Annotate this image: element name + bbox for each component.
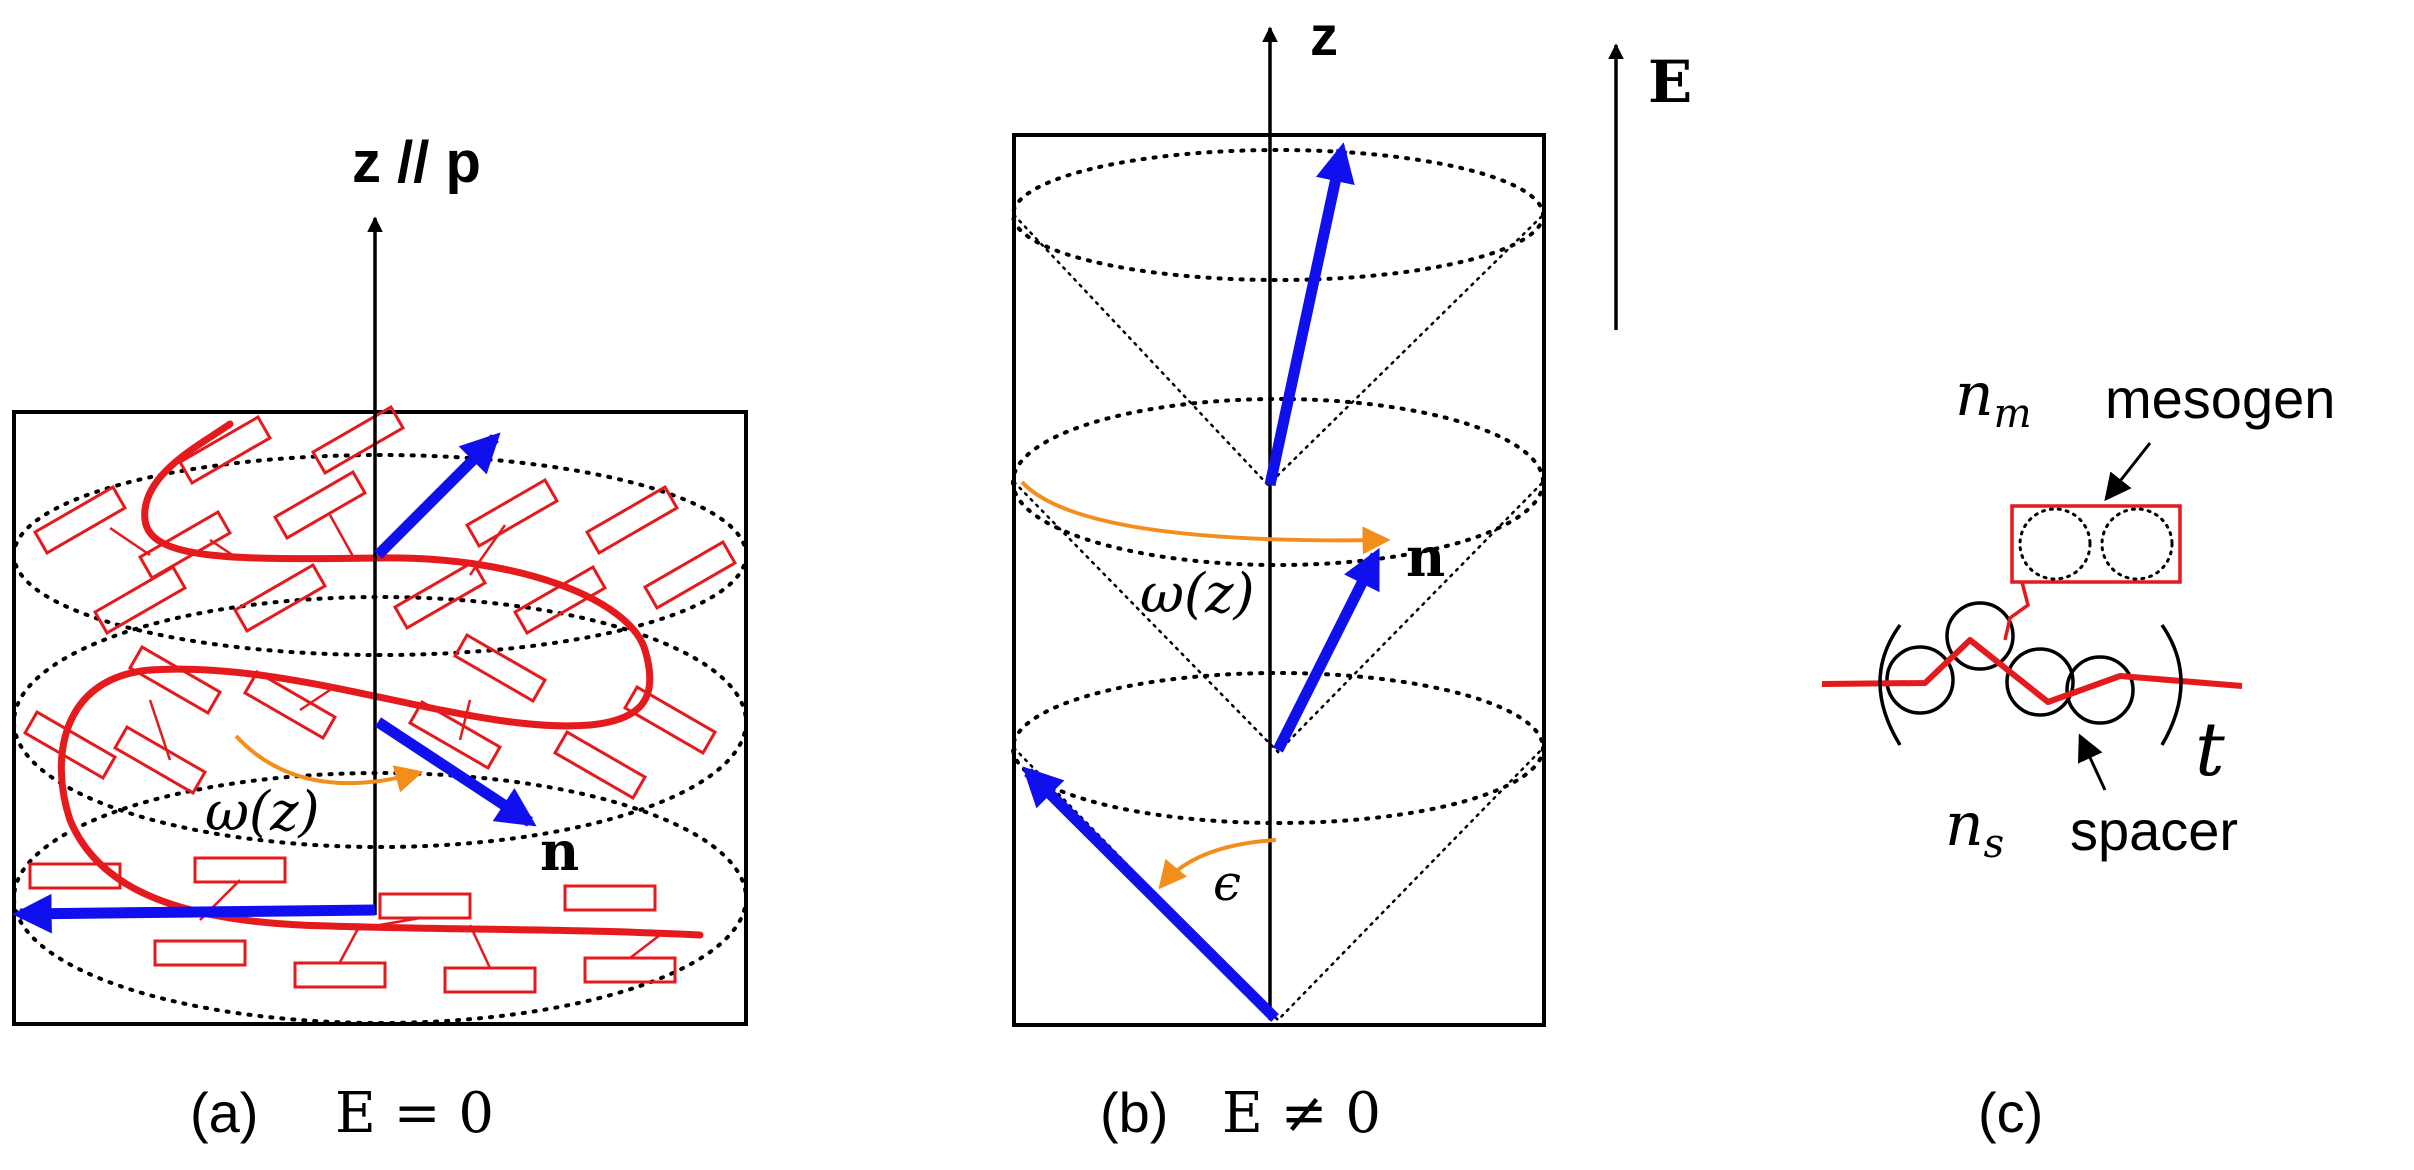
mesogen-label: mesogen xyxy=(2105,367,2335,430)
spacer-pointer xyxy=(2077,733,2107,791)
mesogen-rect xyxy=(272,470,368,540)
epsilon-label: ϵ xyxy=(1213,854,1241,912)
director-arrow-top xyxy=(374,432,501,559)
mesogen-rects xyxy=(22,405,738,994)
director-arrow-middle-b xyxy=(1273,547,1381,753)
caption-tag-c: (c) xyxy=(1978,1081,2043,1144)
mesogen-rect xyxy=(642,540,738,610)
panel-b: z E ω(z) n ϵ (b) E ≠ 0 xyxy=(1011,4,1692,1146)
omega-arrow-b xyxy=(1020,480,1391,555)
mesogen-rect xyxy=(407,700,503,770)
layer-ellipse-middle xyxy=(12,595,748,849)
mesogen-rect xyxy=(552,730,648,800)
mesogen-rect xyxy=(242,670,338,740)
mesogen-rect xyxy=(622,685,718,755)
mesogen-pointer xyxy=(2104,442,2152,502)
ns-label: ns xyxy=(1945,790,2004,867)
caption-eq-a: E = 0 xyxy=(335,1081,494,1146)
mesogen-rect xyxy=(310,405,406,475)
director-arrow-middle xyxy=(374,717,537,827)
layer-ellipses xyxy=(12,453,748,1025)
mesogen-rect xyxy=(378,892,472,920)
director-arrow-bottom-b xyxy=(1022,766,1279,1022)
mesogen-rect xyxy=(127,645,223,715)
left-bracket xyxy=(1878,623,1902,746)
director-label-b: n xyxy=(1406,525,1445,589)
axis-label-z: z xyxy=(1310,4,1338,67)
mesogen-rect xyxy=(32,485,128,555)
mesogen-circles xyxy=(2018,507,2174,581)
cone-ellipse-top xyxy=(1011,148,1545,282)
panel-b-box xyxy=(1012,133,1546,1027)
mesogen-rect xyxy=(293,961,387,989)
nm-label: nm xyxy=(1955,360,2032,437)
mesogen-rect xyxy=(392,560,488,630)
cone-ellipses xyxy=(1011,148,1545,825)
panel-c: nm mesogen ns spacer t (c) xyxy=(1821,360,2335,1144)
omega-arrow xyxy=(234,734,424,793)
caption-tag-a: (a) xyxy=(190,1081,258,1144)
mesogen-rect xyxy=(112,725,208,795)
axis-label-z-p: z // p xyxy=(352,130,481,195)
mesogen-links xyxy=(109,514,661,969)
mesogen-rect xyxy=(512,565,608,635)
repeat-t-label: t xyxy=(2195,707,2225,793)
mesogen-rect xyxy=(464,478,560,548)
e-field-label: E xyxy=(1648,48,1692,116)
mesogen-rect xyxy=(153,939,247,967)
director-arrow-top-b xyxy=(1264,142,1355,487)
omega-label-b: ω(z) xyxy=(1140,562,1255,625)
mesogen-rect xyxy=(443,966,537,994)
mesogen-rect xyxy=(452,633,548,703)
spacer-chain xyxy=(1821,637,2243,705)
panel-a: z // p ω(z) n (a) E = 0 xyxy=(12,130,748,1146)
layer-ellipse-top xyxy=(12,453,748,657)
cone-ellipse-bottom xyxy=(1011,671,1545,825)
right-bracket xyxy=(2160,624,2183,746)
caption-tag-b: (b) xyxy=(1100,1081,1168,1144)
director-arrow-bottom xyxy=(12,893,376,934)
director-label: n xyxy=(540,819,579,883)
spacer-label: spacer xyxy=(2070,799,2238,862)
cone-lines xyxy=(1012,213,1545,1022)
mesogen-rect xyxy=(563,884,657,912)
epsilon-arrow xyxy=(1158,838,1277,890)
mesogen-box xyxy=(2010,504,2182,584)
mesogen-rect xyxy=(193,856,287,884)
mesogen-rect xyxy=(92,565,188,635)
polymer-backbone xyxy=(57,420,704,939)
spacer-circles xyxy=(1885,601,2135,725)
caption-eq-b: E ≠ 0 xyxy=(1222,1081,1381,1146)
mesogen-link xyxy=(2003,581,2030,641)
mesogen-rect xyxy=(584,485,680,555)
omega-label: ω(z) xyxy=(205,780,320,843)
layer-ellipse-bottom xyxy=(12,771,748,1025)
mesogen-rect xyxy=(232,563,328,633)
mesogen-rect xyxy=(177,415,273,485)
